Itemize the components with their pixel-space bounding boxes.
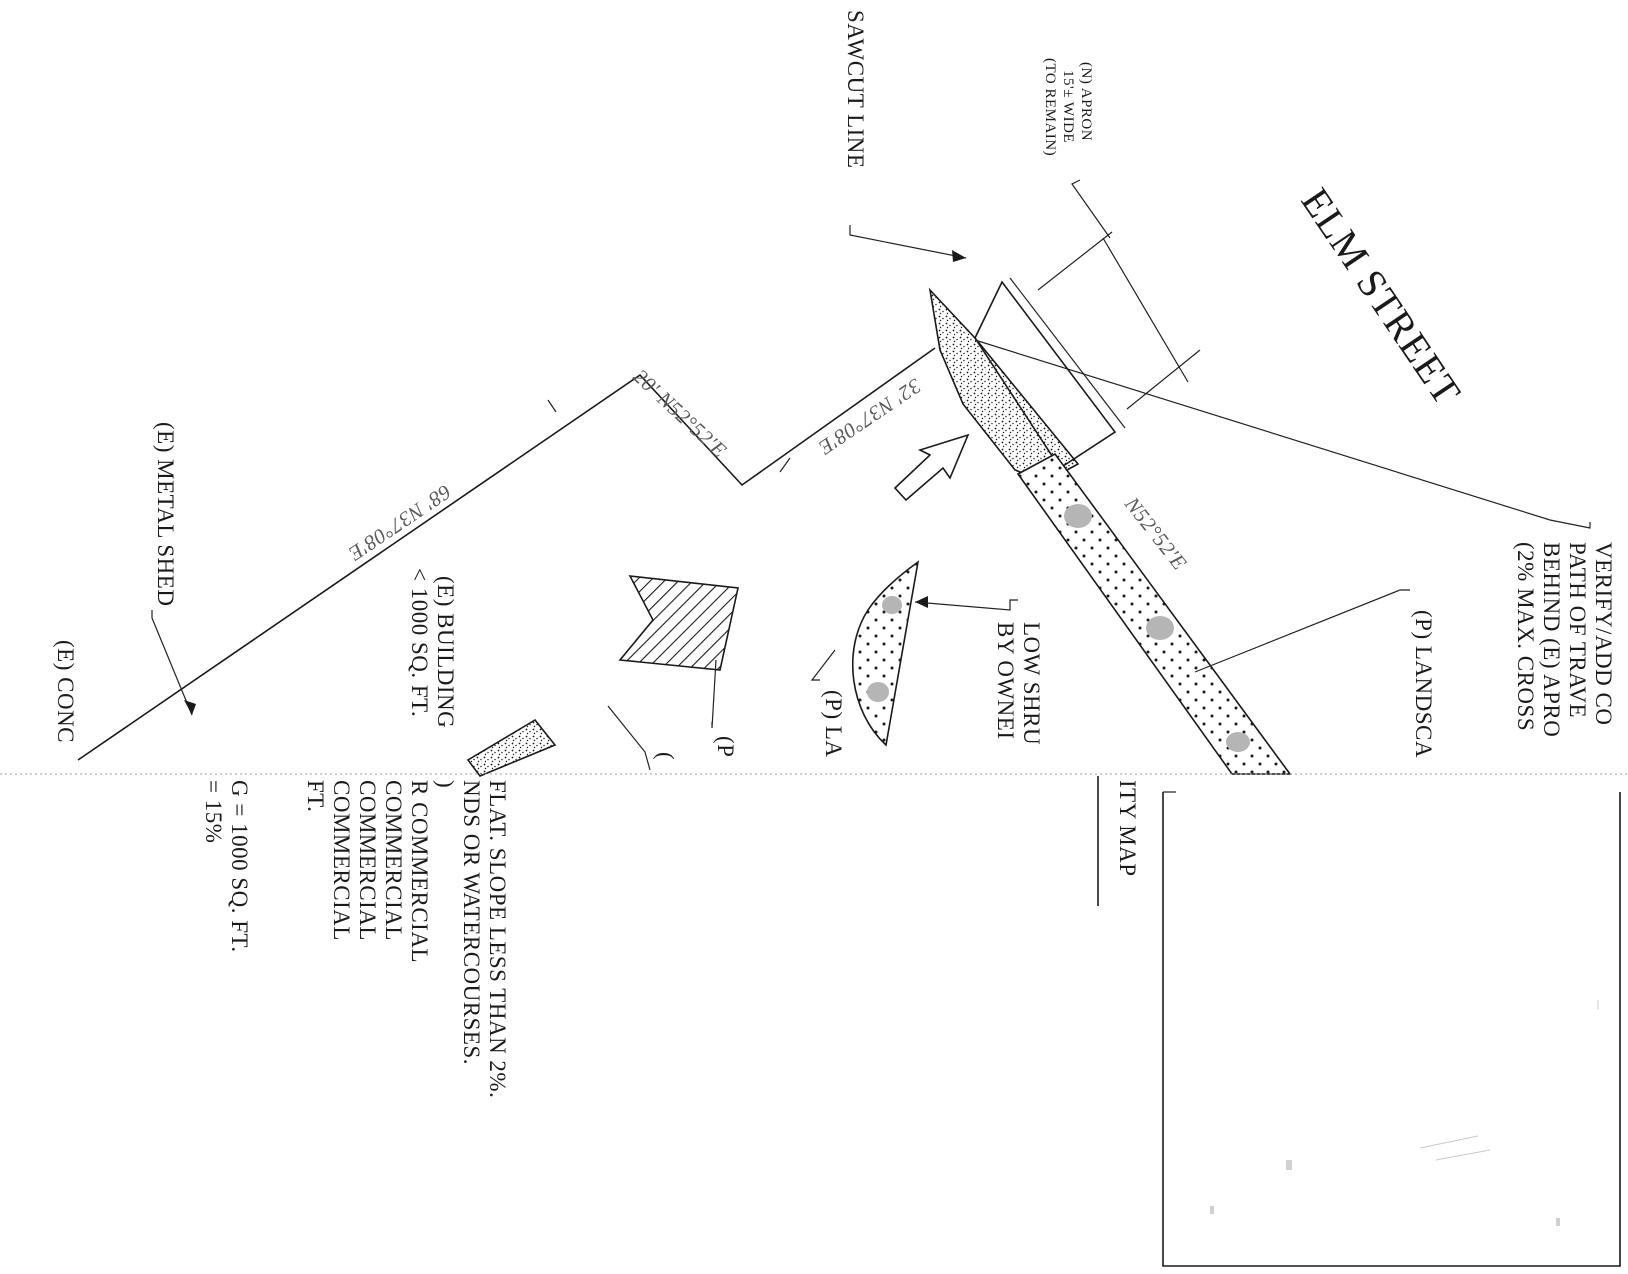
verify-note-line4: (2% MAX. CROSS (1513, 542, 1538, 731)
bearing-label: 32' N37°08'E (814, 373, 926, 460)
building-label-line2: < 1000 SQ. FT. (407, 568, 432, 717)
flow-arrow-icon (893, 433, 970, 502)
note-line: FT. (303, 780, 328, 812)
plant-symbol (1064, 504, 1092, 528)
note-line: COMMERCIAL (355, 780, 380, 941)
note-line: COMMERCIAL (381, 780, 406, 941)
apron-label-line1: (N) APRON (1078, 62, 1094, 141)
building-hatch (618, 575, 739, 671)
sawcut-leader (849, 225, 967, 259)
note-line: = 15% (201, 780, 226, 843)
note-line: G = 1000 SQ. FT. (227, 780, 252, 953)
low-shrub-label-line2: BY OWNEI (993, 622, 1018, 739)
apron-dimension-line (1102, 237, 1189, 383)
leader-arrowhead (952, 250, 966, 262)
note-line: COMMERCIAL (329, 780, 354, 941)
verify-note-line3: BEHIND (E) APRO (1539, 542, 1564, 737)
leader-arrowhead (915, 596, 928, 608)
bearing-label: 68' N37°08'E (344, 480, 456, 566)
low-shrub-leader (914, 599, 1018, 611)
apron-dimension-ext (1037, 231, 1113, 291)
note-line: ) (433, 780, 458, 788)
paren-label: ( (653, 752, 678, 760)
apron-label-line2: 15'± WIDE (1060, 70, 1076, 143)
verify-note-line1: VERIFY/ADD CO (1591, 542, 1616, 725)
plant-symbol (1146, 616, 1174, 640)
apron-leader (1071, 179, 1111, 239)
bearing-label: 20' N52°52'E (629, 364, 732, 462)
landscape-right-label: (P) LANDSCA (1411, 610, 1436, 758)
verify-leader (974, 339, 1591, 529)
low-shrub-label-line1: LOW SHRU (1019, 622, 1044, 745)
street-name: ELM STREET (1293, 180, 1471, 413)
verify-note-line2: PATH OF TRAVE (1565, 542, 1590, 718)
low-shrub-bed (851, 560, 920, 747)
landscape-strip (1016, 452, 1292, 775)
boundary-tick (547, 399, 557, 413)
apron-dimension-ext (1126, 349, 1201, 410)
plant-symbol (882, 596, 902, 614)
property-line (77, 347, 936, 761)
apron-concrete (928, 287, 1080, 483)
leader-arrowhead (184, 700, 196, 715)
hatch-label: (P (713, 736, 738, 757)
sawcut-label: SAWCUT LINE (843, 10, 868, 168)
note-line: R COMMERCIAL (407, 780, 432, 963)
metal-shed-leader (151, 610, 193, 716)
vicinity-map-inset (1162, 791, 1621, 1267)
building-label-line1: (E) BUILDING (433, 576, 458, 728)
plant-symbol (1226, 732, 1250, 752)
metal-shed-label: (E) METAL SHED (153, 422, 178, 606)
plant-symbol (867, 682, 889, 702)
boundary-tick (779, 457, 791, 473)
hatch-leader (711, 659, 717, 729)
landscape-mid-leader (810, 649, 836, 681)
conc-label: (E) CONC (53, 640, 78, 743)
apron-edge (1009, 277, 1126, 429)
note-line: NDS OR WATERCOURSES. (459, 780, 484, 1065)
landscape-leader (1194, 589, 1410, 673)
note-line: FLAT. SLOPE LESS THAN 2%. (485, 780, 510, 1098)
apron-label-line3: (TO REMAIN) (1042, 58, 1058, 156)
concrete-strip (466, 718, 557, 777)
landscape-mid-label: (P) LA (821, 690, 846, 758)
vicinity-map-title: ITY MAP (1115, 780, 1140, 877)
building-leader (607, 705, 651, 771)
